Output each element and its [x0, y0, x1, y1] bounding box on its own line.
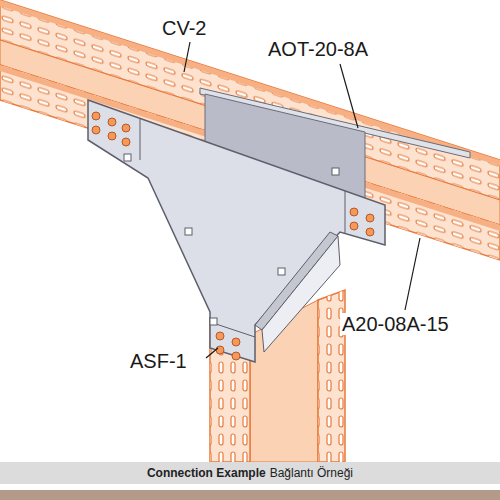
caption-row: Connection Example Bağlantı Örneği	[0, 462, 500, 484]
caption-band	[0, 462, 500, 484]
part-label: AOT-20-8A	[266, 38, 370, 60]
part-label: ASF-1	[128, 350, 189, 372]
caption: Connection Example	[147, 466, 266, 480]
part-label: CV-2	[160, 17, 208, 39]
part-label: A20-08A-15	[340, 313, 451, 335]
caption-translation: Bağlantı Örneği	[270, 466, 353, 480]
footer-bar	[0, 490, 500, 500]
